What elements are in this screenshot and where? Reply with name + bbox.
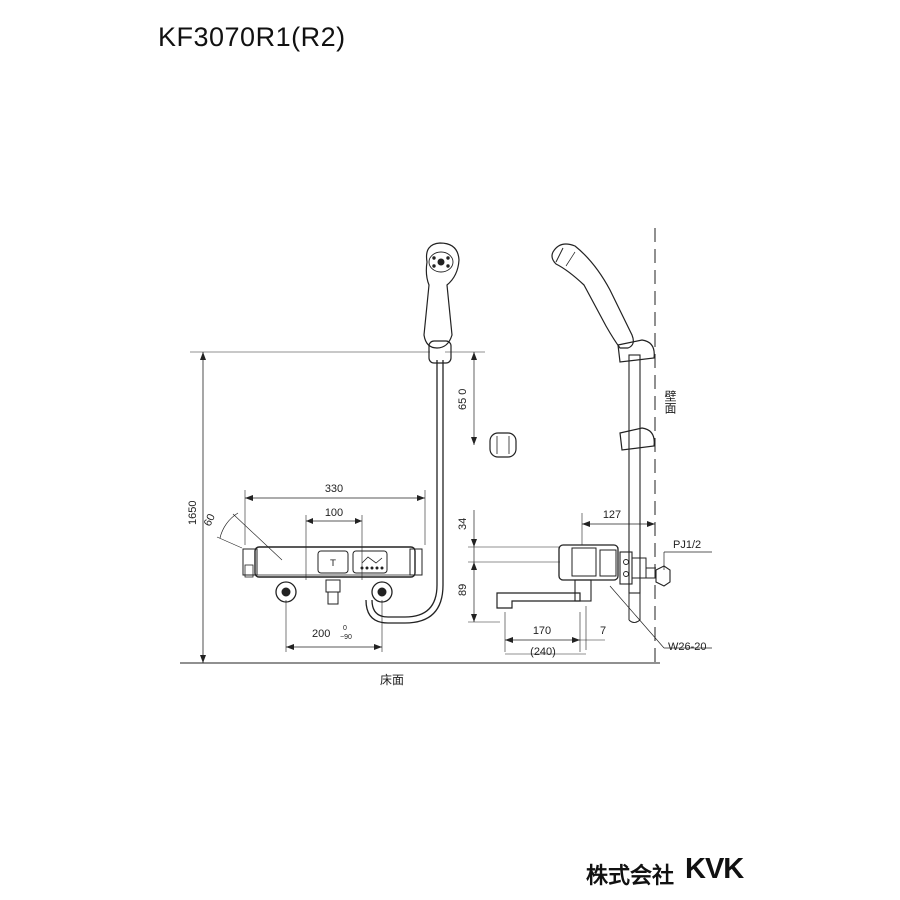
dim-240: (240) [530, 646, 556, 658]
dim-127: 127 [603, 509, 621, 521]
mixer-body [254, 546, 416, 578]
brand-logo: KVK [685, 853, 744, 885]
shower-head-side [551, 243, 634, 349]
dim-100: 100 [325, 507, 343, 519]
dim-89: 89 [457, 584, 469, 596]
dim-170: 170 [533, 625, 551, 637]
shower-head-front [423, 242, 460, 349]
dim-650: 65 0 [457, 389, 469, 410]
flow-button-panel [352, 550, 388, 574]
temperature-button-panel [317, 550, 349, 574]
dim-7: 7 [600, 625, 606, 637]
pipe-fitting [655, 565, 671, 587]
callout-pj: PJ1/2 [673, 539, 701, 551]
dim-200-tolerance-upper: 0 [343, 625, 347, 632]
floor-label: 床面 [380, 673, 404, 687]
dim-1650: 1650 [187, 501, 199, 525]
model-title: KF3070R1(R2) [158, 22, 346, 52]
wall-label: 壁面 [663, 389, 677, 414]
shower-hose [371, 360, 438, 618]
dim-60: 60 [202, 512, 218, 528]
dim-200-tolerance-lower: −90 [340, 634, 352, 641]
company-name: 株式会社 [586, 864, 675, 889]
spare-holder-side [619, 427, 655, 451]
svg-text:T: T [329, 559, 336, 569]
dim-330: 330 [325, 483, 343, 495]
slide-bar [628, 354, 641, 594]
callout-w: W26-20 [668, 641, 707, 653]
dim-200: 200 [312, 628, 330, 640]
spare-holder [489, 432, 517, 458]
bath-spout-side [496, 592, 581, 609]
shower-holder-side [617, 339, 655, 363]
dim-34: 34 [457, 518, 469, 530]
